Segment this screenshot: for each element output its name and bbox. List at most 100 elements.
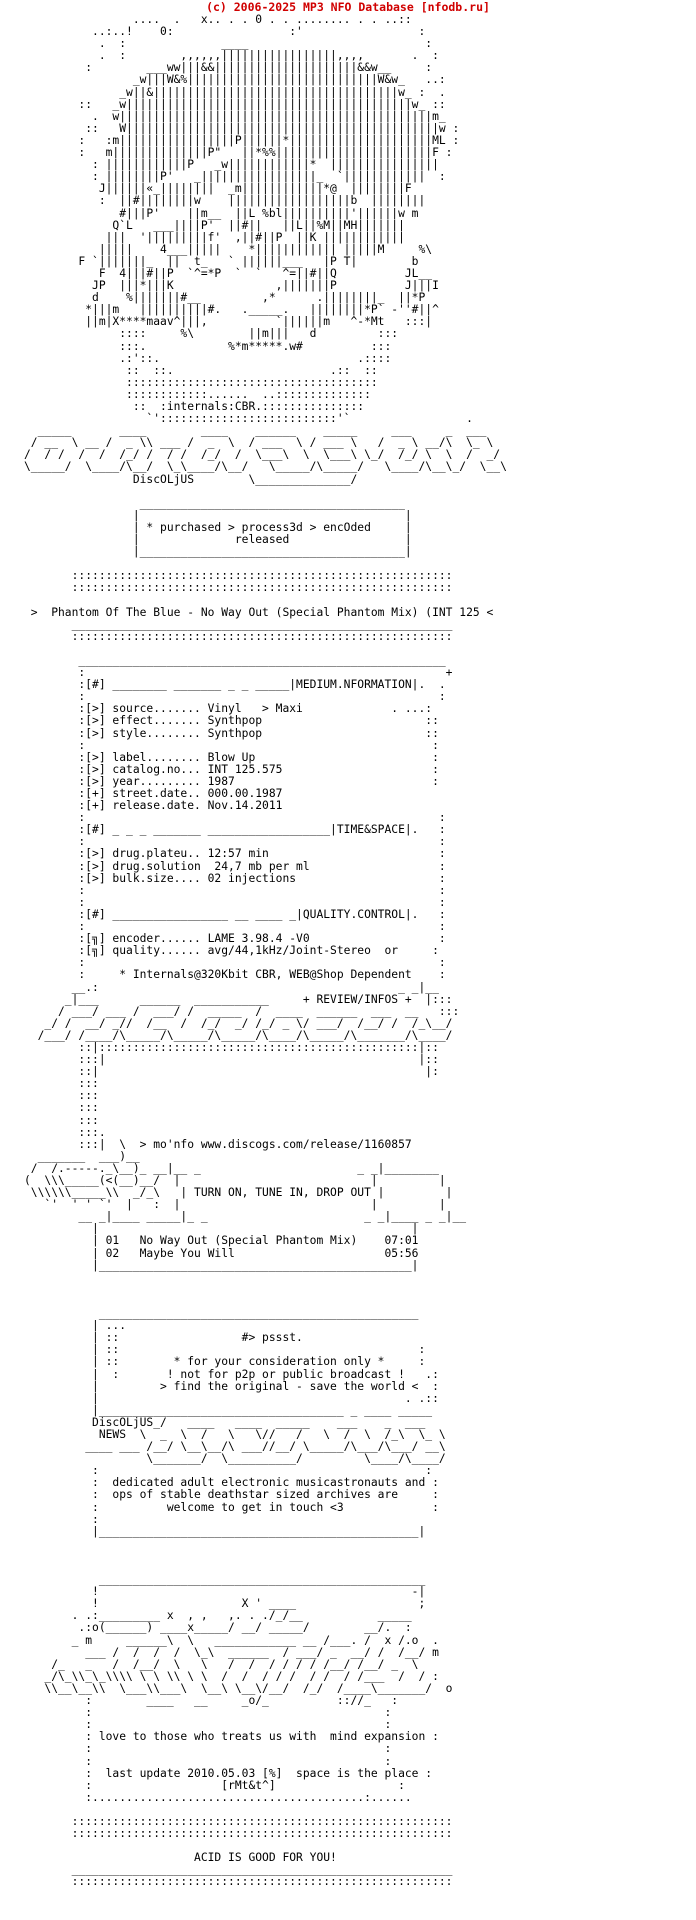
nfo-line: : : (24, 895, 446, 909)
nfo-line: :[#] ________ _______ _ _ _____|MEDIUM.N… (24, 678, 446, 692)
nfo-line: :: W||||||||||||||||||||||||||||||||||||… (24, 121, 460, 135)
nfo-line: | :: #> pssst. (24, 1331, 419, 1345)
nfo-line: : welcome to get in touch <3 : (24, 1500, 439, 1514)
nfo-line: :: :internals:CBR.::::::::::::::: (24, 400, 371, 413)
nfo-line: | * purchased > process3d > encOded | (24, 520, 412, 534)
nfo-line: ::::::::::::::::::::::::::::::::::::::::… (24, 1827, 453, 1841)
nfo-line: \_______/ \__________/ \____/\____/ (24, 1452, 446, 1466)
nfo-line: ( \\\_____(<(__)__/ | | | (24, 1174, 446, 1187)
nfo-line: J||||||«_|||||||| _m||||||||||||*@ |||||… (24, 182, 426, 196)
nfo-line: :[>] catalog.no... INT 125.575 : (24, 762, 439, 776)
nfo-line: ________________________________________… (24, 617, 453, 631)
nfo-line: _____ ____ ____ ______ _____ ___ _ ___ (24, 424, 487, 438)
nfo-line: : : (24, 1706, 392, 1720)
nfo-line: / __ \ __ / _ \\ ___ / _ \ / ___ \ / ___… (24, 436, 494, 450)
nfo-line: : last update 2010.05.03 [%] space is th… (24, 1766, 433, 1780)
nfo-text-block: .... . x.. . . 0 . . ........ . . ..:: .… (0, 14, 696, 1889)
nfo-line: _/ / __/ _// /__ / /_/ _/ /_/ _ \/ ___/ … (24, 1016, 453, 1030)
nfo-line: : : (24, 1742, 392, 1756)
nfo-line: : : (24, 1718, 392, 1732)
nfo-line: DiscOLjUS \______________/ (24, 472, 419, 486)
nfo-line: ::::::::::::::::::::::::::::::::::::::::… (24, 569, 453, 583)
nfo-line: : : (24, 690, 446, 704)
nfo-line: #|||P' ||m__ ||L %bl||||||||||'||||||w m (24, 206, 433, 220)
nfo-line: : ||#||||||||w ||||||||||||||||||b |||||… (24, 194, 439, 208)
nfo-line: ::|:::::::::::::::::::::::::::::::::::::… (24, 1040, 439, 1054)
nfo-line: .:'::. .:::: (24, 351, 392, 365)
nfo-line: __ _|____ _____|_ _ _ _|____ _ _|__ (24, 1210, 467, 1224)
nfo-line: |_______________________________________… (24, 1524, 426, 1538)
nfo-line: :::. %*m*****.w# ::: (24, 339, 392, 353)
nfo-line: :[>] bulk.size.... 02 injections : (24, 871, 446, 885)
nfo-line: |____________________________________ _ … (24, 1403, 433, 1417)
nfo-line: ::::::::::::::::::::::::::::::::::::: (24, 375, 378, 389)
nfo-line: _w|||W&%||||||||||||||||||||||||||||W&w_… (24, 73, 446, 87)
nfo-line: : ||||||||P' _|||||||||||||||||_ `||||||… (24, 170, 446, 184)
nfo-line: | | (24, 1222, 419, 1236)
nfo-line: | > find the original - save the world <… (24, 1379, 439, 1393)
nfo-line: :[╗] encoder...... LAME 3.98.4 -V0 : (24, 932, 446, 946)
nfo-line: | released | (24, 533, 412, 547)
nfo-line: : ||||||||||||P _w||||||||||||* ||||||||… (24, 158, 453, 172)
nfo-line (24, 1550, 696, 1562)
nfo-line: | 01 No Way Out (Special Phantom Mix) 07… (24, 1234, 419, 1248)
nfo-line: : dedicated adult electronic musicastron… (24, 1476, 439, 1490)
nfo-line: \\__\__\\ \___\\___\ \__\ \__\/__/ /_/ /… (24, 1681, 453, 1695)
nfo-line: F 4|||#||P `^=*P ` ` ^=||#||Q JL__ (24, 266, 433, 280)
nfo-line: :[>] style........ Synthpop :: (24, 726, 439, 740)
nfo-line: :: _w|||||||||||||||||||||||||||||||||||… (24, 97, 446, 111)
nfo-line: / /.-----._\__)_ __|__ _ _ _|________ (24, 1161, 439, 1175)
nfo-line: ||||| 4___||||| *|||||||||||| |||||M %\ (24, 242, 439, 256)
nfo-line: ________________________________________… (24, 1863, 453, 1877)
nfo-line: :[+] release.date. Nov.14.2011 (24, 799, 439, 813)
nfo-line: ||| '|||||||||f' ,||#||P ||K |||||||||||… (24, 230, 419, 244)
nfo-line: ________________________________________… (24, 1573, 426, 1587)
nfo-line: _______ ___)__ (24, 1149, 419, 1163)
nfo-line: : ___ww|||&&|||||||||||||||||||||&&w__ : (24, 61, 433, 75)
nfo-line: __.: _ _|__ (24, 980, 439, 994)
nfo-line: _ m ______\ \ ____________ __ /___. / x … (24, 1633, 439, 1647)
nfo-line: Q`L ___||||P' ||#|| ||L||%M||MH||||||| (24, 218, 439, 232)
nfo-line: . : ,,,,,,|||||||||||||||||,,,, . : (24, 49, 439, 63)
nfo-line: | : ! not for p2p or public broadcast ! … (24, 1367, 439, 1381)
nfo-line: ::: (24, 1101, 433, 1115)
nfo-line: / ___/ ___ / ___/ / _____ / ____ ______ … (24, 1004, 460, 1018)
nfo-line: \_____/ \____/\__/ \_\____/\__/ \_____/\… (24, 460, 507, 474)
nfo-line: :[#] _________________ __ ____ _|QUALITY… (24, 907, 446, 921)
nfo-line: ::: (24, 1077, 433, 1091)
nfo-line: :::| |:: (24, 1053, 439, 1067)
nfo-line: :[>] drug.solution 24,7 mb per ml : (24, 859, 446, 873)
nfo-line (24, 595, 696, 607)
nfo-line: NEWS \ _ \ / \ \// / \ / \ /_\ \_ \ (24, 1427, 446, 1441)
nfo-line (24, 486, 696, 498)
nfo-line: ACID IS GOOD FOR YOU! (24, 1851, 337, 1865)
nfo-line: : : (24, 920, 446, 934)
nfo-line: : : (24, 883, 446, 897)
nfo-line: /_ _ / /__/ \ \ / / / / / / /__/ /__/ _ … (24, 1657, 419, 1671)
nfo-line: : (24, 1512, 433, 1526)
nfo-line: / / / / / /_/ / / / /_/ / \___\ \ \___\ … (24, 448, 501, 462)
nfo-line: | :: * for your consideration only * : (24, 1355, 426, 1369)
nfo-line: ::: (24, 1113, 433, 1127)
nfo-line: ::::::::::::::::::::::::::::::::::::::::… (24, 629, 453, 643)
nfo-line: |_______________________________________… (24, 1258, 419, 1272)
nfo-line: _______________________________________ (24, 496, 405, 510)
nfo-line: | | (24, 508, 412, 522)
nfo-line: :[>] drug.plateu.. 12:57 min : (24, 847, 446, 861)
nfo-line: *|||m ||||||||||#. ._____. ||||||||*P` -… (24, 303, 439, 317)
nfo-line: : + (24, 666, 453, 680)
nfo-line: : : (24, 811, 446, 825)
nfo-line: /___/ /____/\_____/\_____/\_____/\____/\… (24, 1028, 460, 1042)
nfo-line: d %|||||||#__ ,* .||||||||_ ||*P (24, 291, 453, 305)
nfo-line: :[+] street.date.. 000.00.1987 (24, 787, 439, 800)
nfo-line: DiscOLjUS_/ ____ ____ _____ ___ _ ___ (24, 1415, 426, 1429)
nfo-line: : ops of stable deathstar sized archives… (24, 1488, 439, 1502)
nfo-line: ________________________________________… (24, 653, 446, 667)
nfo-line: . .:_________ x , , ,. . ./_/__ _____ (24, 1609, 412, 1623)
nfo-line: _|___ ______ ___________ + REVIEW/INFOS … (24, 992, 453, 1006)
nfo-line: |_______________________________________… (24, 545, 412, 559)
nfo-line: : * Internals@320Kbit CBR, WEB@Shop Depe… (24, 968, 446, 982)
nfo-line: F `|||||||_ || t_ ` ||||||___ |P T| b (24, 254, 433, 268)
nfo-line: ___ / / / / \_\ ______ / ___/ _ __/ / /_… (24, 1645, 439, 1659)
nfo-line: : love to those who treats us with mind … (24, 1730, 439, 1744)
